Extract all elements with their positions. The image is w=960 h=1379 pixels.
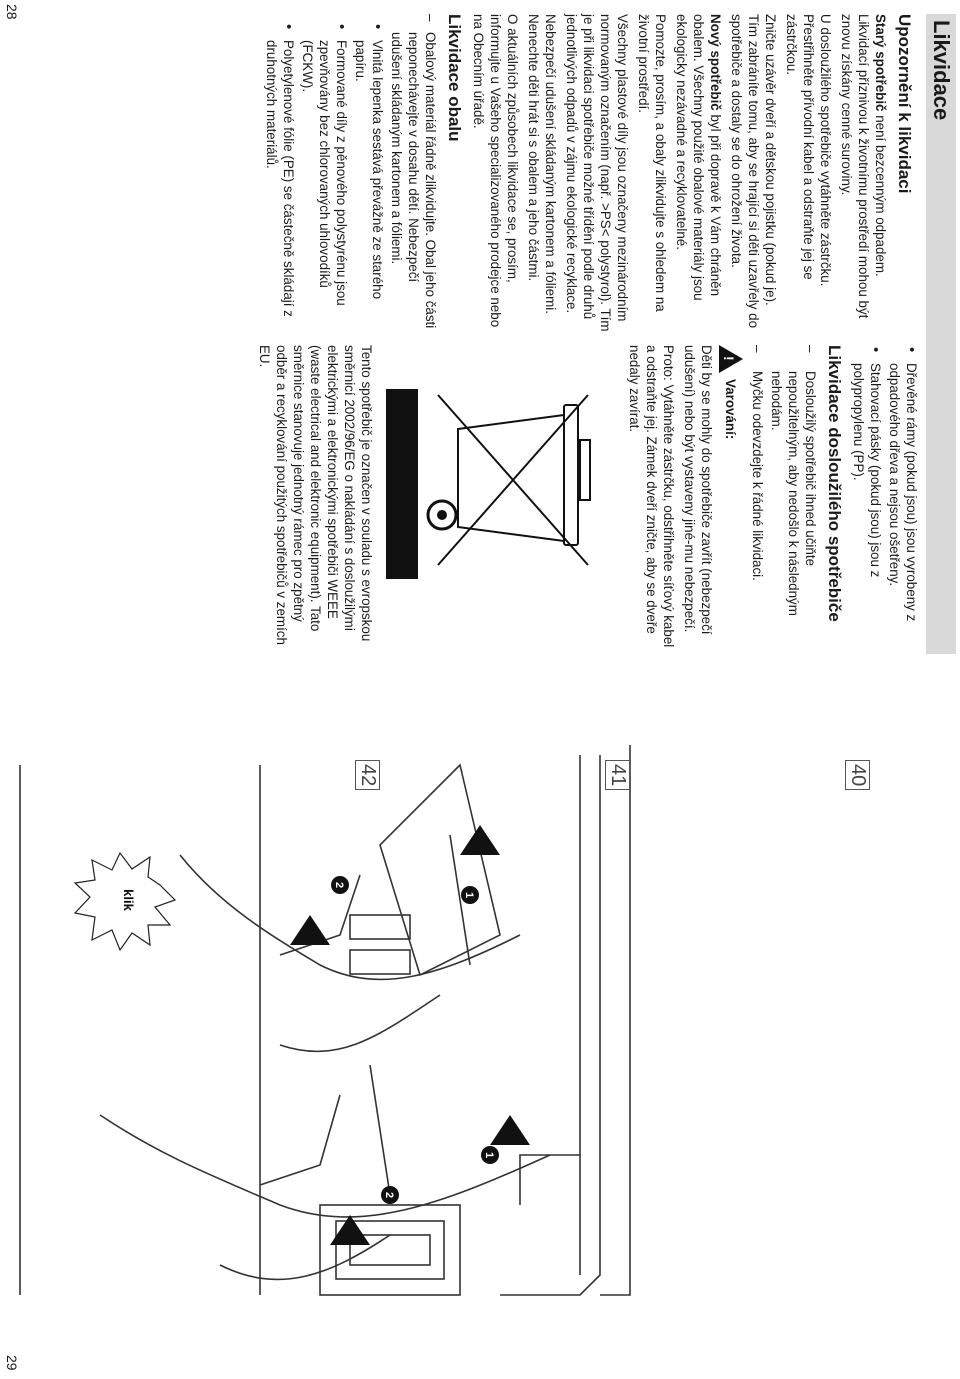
list-item: Formované díly z pěnového polystyrénu js… [299, 22, 350, 332]
paragraph-unplug: U dosloužilého spotřebiče vytáhněte zást… [784, 14, 833, 287]
old-appliance-bold: Starý spotřebič [873, 14, 888, 112]
heading-appliance-disposal: Likvidace dosloužilého spotřebiče [825, 345, 844, 622]
warning-label: Varování: [723, 379, 739, 440]
step-2-text: 2 [383, 1192, 395, 1198]
new-appliance-bold: Nový spotřebič [708, 14, 723, 111]
heading-packaging: Likvidace obalu [445, 14, 464, 142]
warning-header: ! Varování: [719, 345, 743, 657]
figure-42-label: 42 [355, 760, 380, 791]
list-item: Dosloužilý spotřebič ihned učiňte nepouž… [768, 345, 819, 657]
warning-triangle-icon: ! [719, 345, 743, 373]
paragraph-weee: Tento spotřebič je označen v souladu s e… [257, 345, 374, 645]
paragraph-help: Pomozte, prosím, a obaly zlikvidujte s o… [636, 14, 668, 312]
step-2-text: 2 [333, 882, 345, 888]
klik-burst [73, 851, 177, 952]
paragraph-old-appliance: Starý spotřebič není bezcenným odpadem. … [838, 14, 889, 332]
crossed-bin-icon [386, 389, 591, 579]
page-number-right: 29 [4, 1355, 20, 1371]
packaging-list: Obalový materiál řádně zlikvidujte. Obal… [263, 14, 439, 332]
list-item: Polyetylenové fólie (PE) se částečně skl… [263, 22, 297, 332]
warning-mark: ! [721, 356, 737, 361]
paragraph-danger: Nebezpečí udušení skládaným kartonem a f… [526, 14, 558, 314]
list-item: Vlnitá lepenka sestává převážně ze staré… [352, 22, 386, 332]
text-column-1: Upozornění k likvidaci Starý spotřebič n… [259, 14, 920, 332]
figure-40-label: 40 [845, 760, 870, 791]
paragraph-warning: Děti by se mohly do spotřebiče zavřít (n… [682, 345, 714, 635]
page-number-left: 28 [4, 4, 20, 20]
list-item: Dřevěné rámy (pokud jsou) jsou vyrobeny … [886, 345, 920, 657]
paragraph-info: O aktuálních způsobech likvidace se, pro… [471, 14, 520, 328]
list-item: Obalový materiál řádně zlikvidujte. Obal… [388, 14, 439, 332]
step-1-text: 1 [483, 1152, 495, 1158]
list-item: Myčku odevzdejte k řádné likvidaci. [749, 345, 766, 657]
heading-disposal-note: Upozornění k likvidaci [895, 14, 914, 194]
paragraph-new-appliance: Nový spotřebič byl při dopravě k Vám chr… [673, 14, 724, 332]
illustration-drawings: 1 2 1 2 klik [19, 745, 631, 1296]
paragraph-therefore: Proto: Vytáhněte zástrčku, odstřihněte s… [627, 345, 676, 648]
paragraph-plastic: Všechny plastové díly jsou označeny mezi… [564, 14, 630, 332]
klik-text: klik [121, 889, 136, 911]
list-item: Stahovací pásky (pokud jsou) jsou z poly… [850, 345, 884, 657]
section-banner: Likvidace [926, 14, 956, 654]
step-1-text: 1 [463, 892, 475, 898]
text-column-2: Dřevěné rámy (pokud jsou) jsou vyrobeny … [252, 345, 920, 657]
appliance-list: Dosloužilý spotřebič ihned učiňte nepouž… [749, 345, 819, 657]
material-list: Dřevěné rámy (pokud jsou) jsou vyrobeny … [850, 345, 920, 657]
paragraph-lock: Zničte uzávěr dveří a dětskou pojistku (… [729, 14, 778, 329]
figure-area: 1 2 1 2 klik [10, 735, 640, 1355]
figure-41-label: 41 [605, 760, 630, 791]
